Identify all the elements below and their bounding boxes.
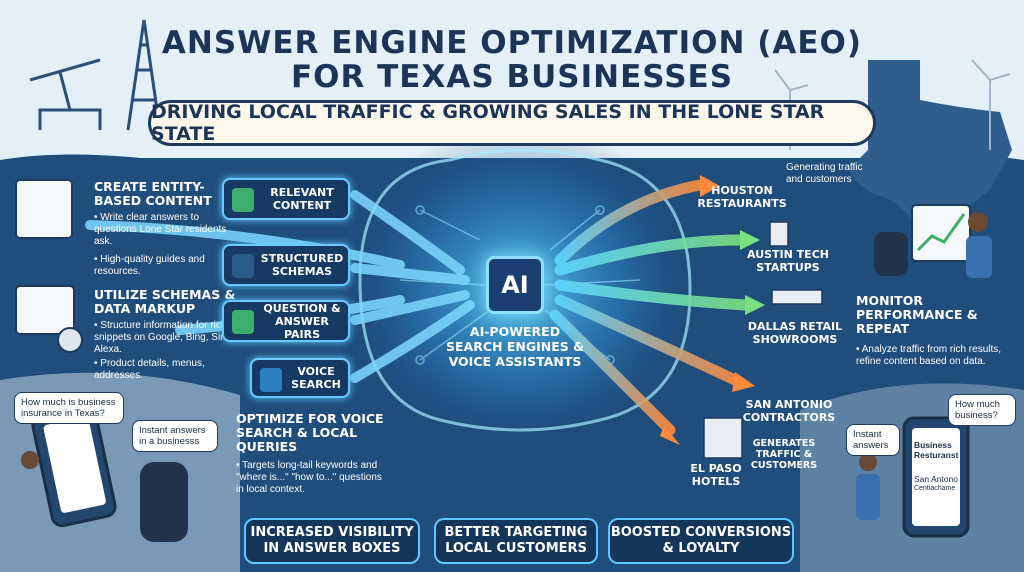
pill-voice-search: VOICE SEARCH [250, 358, 350, 398]
speech-bubble-answer: Instant answers in a businesss [132, 420, 218, 452]
pill-label: RELEVANT CONTENT [270, 186, 334, 212]
phone-line: Business Resturanst [914, 440, 959, 460]
document-icon [232, 188, 254, 212]
section-bullet: • High-quality guides and resources. [94, 254, 205, 277]
pill-question-answer: QUESTION & ANSWER PAIRS [222, 300, 350, 342]
microphone-icon [260, 368, 282, 392]
pill-label: STRUCTURED SCHEMAS [260, 252, 344, 278]
list-icon [232, 254, 254, 278]
page-title-line2: FOR TEXAS BUSINESSES [290, 59, 734, 95]
city-el-paso: EL PASO HOTELS [690, 462, 742, 488]
section-title: OPTIMIZE FOR VOICE SEARCH & LOCAL QUERIE… [236, 411, 384, 454]
page-title: ANSWER ENGINE OPTIMIZATION (AEO) [161, 25, 863, 61]
el-paso-note: GENERATES TRAFFIC & CUSTOMERS [750, 438, 818, 471]
section-bullet: • Product details, menus, addresses. [94, 358, 205, 381]
section-title: MONITOR PERFORMANCE & REPEAT [856, 293, 978, 336]
phone-screen-text: Business Resturanst San Antono Centiacha… [914, 440, 960, 494]
texas-map [848, 60, 1012, 240]
outcome-visibility: INCREASED VISIBILITY IN ANSWER BOXES [244, 518, 420, 564]
section-title: UTILIZE SCHEMAS & DATA MARKUP [94, 287, 236, 316]
city-dallas: DALLAS RETAIL SHOWROOMS [747, 320, 843, 346]
section-bullet: • Analyze traffic from rich results, ref… [856, 344, 1002, 367]
outcome-targeting: BETTER TARGETING LOCAL CUSTOMERS [434, 518, 598, 564]
document-icon [15, 179, 73, 239]
pill-structured-schemas: STRUCTURED SCHEMAS [222, 244, 350, 286]
section-bullet: • Write clear answers to questions Lone … [94, 212, 227, 247]
phone-line: San Antono [914, 474, 958, 484]
section-monitor: MONITOR PERFORMANCE & REPEAT • Analyze t… [856, 294, 1016, 368]
section-voice: OPTIMIZE FOR VOICE SEARCH & LOCAL QUERIE… [236, 412, 384, 496]
section-title: CREATE ENTITY-BASED CONTENT [94, 179, 212, 208]
outcome-conversions: BOOSTED CONVERSIONS & LOYALTY [608, 518, 794, 564]
section-entity-content: CREATE ENTITY-BASED CONTENT • Write clea… [94, 180, 244, 278]
city-austin: AUSTIN TECH STARTUPS [747, 248, 829, 274]
speech-bubble-question: How much is business insurance in Texas? [14, 392, 124, 424]
speech-bubble-question-right: How much business? [948, 394, 1016, 426]
section-bullet: • Structure information for rich snippet… [94, 320, 229, 355]
section-schemas: UTILIZE SCHEMAS & DATA MARKUP • Structur… [94, 288, 244, 382]
speech-bubble-answer-right: Instant answers [846, 424, 900, 456]
pill-label: QUESTION & ANSWER PAIRS [263, 301, 341, 341]
section-bullet: • Targets long-tail keywords and "where … [236, 460, 382, 495]
chat-icon [232, 310, 254, 334]
ai-label: AI-POWERED SEARCH ENGINES & VOICE ASSIST… [446, 324, 584, 369]
subtitle-banner: DRIVING LOCAL TRAFFIC & GROWING SALES IN… [148, 100, 876, 146]
pill-label: VOICE SEARCH [291, 365, 341, 391]
houston-note: Generating traffic and customers [786, 162, 863, 185]
ai-chip: AI [486, 256, 544, 314]
pill-relevant-content: RELEVANT CONTENT [222, 178, 350, 220]
city-san-antonio: SAN ANTONIO CONTRACTORS [742, 398, 836, 424]
city-houston: HOUSTON RESTAURANTS [697, 184, 787, 210]
phone-line: Centiachame [914, 485, 956, 492]
subtitle-text: DRIVING LOCAL TRAFFIC & GROWING SALES IN… [151, 101, 825, 145]
